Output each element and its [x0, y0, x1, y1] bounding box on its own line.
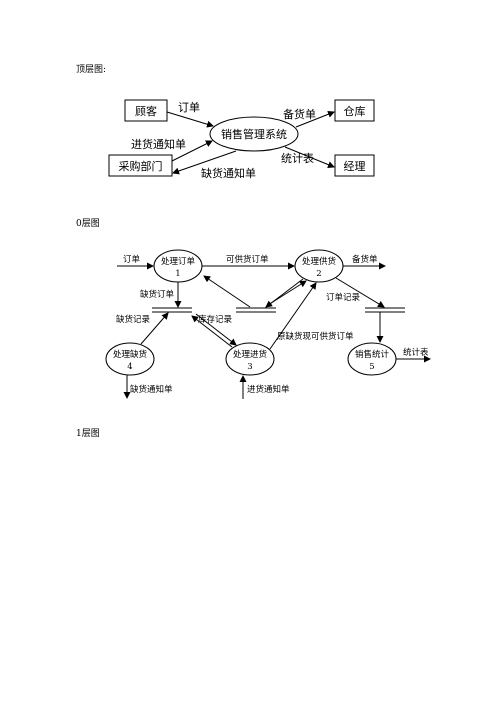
shortage-notice-label-0: 缺货通知单 [130, 384, 173, 395]
process-5-num: 5 [369, 362, 374, 372]
stock-prep-flow [295, 110, 335, 128]
customer-entity [124, 99, 168, 122]
purchasing-entity [108, 154, 173, 177]
stats-flow-label: 统计表 [281, 151, 314, 165]
p2-to-order-store-flow [335, 277, 385, 308]
order-flow [166, 111, 214, 128]
process-4-num: 4 [127, 362, 132, 372]
order-in-label: 订单 [123, 254, 141, 265]
process-5-name: 销售统计 [355, 349, 390, 360]
sales-system-label: 销售管理系统 [221, 127, 287, 141]
process-3-name: 处理进货 [233, 349, 268, 360]
stock-prep-flow-label: 备货单 [283, 107, 316, 121]
formerly-short-label: 原缺货现可供货订单 [277, 331, 354, 342]
process-2-name: 处理供货 [302, 256, 337, 267]
stock-prep-out-label: 备货单 [352, 254, 378, 265]
process-1-num: 1 [175, 269, 180, 279]
purchasing-label: 采购部门 [119, 159, 163, 173]
shortage-store-p3-flow-a [195, 313, 237, 346]
process-4-name: 处理缺货 [113, 349, 148, 360]
process-1-name: 处理订单 [161, 256, 196, 267]
shortage-notice-flow [172, 150, 237, 175]
level0-diagram: 处理订单 1 处理供货 2 处理进货 3 处理缺货 4 销售统计 5 缺货记录 … [105, 249, 431, 399]
p4-shortage-store-flow [140, 312, 169, 345]
process-3-num: 3 [247, 362, 252, 372]
purchase-notice-label-0: 进货通知单 [247, 384, 290, 395]
formerly-short-flow [269, 282, 317, 350]
manager-entity [334, 154, 375, 177]
inventory-to-p1-flow [203, 275, 251, 308]
inventory-to-p2-flow [267, 280, 307, 306]
shortage-store-p3-flow-b [191, 315, 233, 348]
manager-label: 经理 [344, 160, 366, 173]
order-flow-label: 订单 [178, 101, 200, 114]
purchase-notice-flow-label: 进货通知单 [131, 137, 186, 151]
warehouse-entity [334, 99, 375, 122]
top-level-heading: 顶层图: [76, 65, 107, 75]
warehouse-label: 仓库 [344, 104, 366, 118]
shortage-order-label: 缺货订单 [140, 289, 175, 300]
level0-heading: 0层图 [76, 219, 100, 229]
level1-heading: 1层图 [76, 429, 100, 439]
process-4 [105, 342, 155, 376]
customer-label: 顾客 [135, 104, 157, 118]
purchase-notice-flow [171, 140, 213, 162]
stats-out-label: 统计表 [403, 347, 429, 358]
process-3 [225, 342, 275, 376]
deliverable-order-label: 可供货订单 [226, 254, 269, 265]
shortage-store-label: 缺货记录 [116, 314, 151, 325]
process-2-num: 2 [316, 269, 321, 279]
sales-system-process [209, 116, 299, 152]
inventory-store-label: 库存记录 [198, 314, 233, 325]
shortage-notice-flow-label: 缺货通知单 [201, 166, 256, 180]
stats-flow [284, 146, 335, 168]
top-level-diagram: 顾客 仓库 采购部门 经理 销售管理系统 订单 备货单 进货通知单 缺货通知单 … [108, 99, 375, 180]
order-store-label: 订单记录 [326, 292, 361, 303]
